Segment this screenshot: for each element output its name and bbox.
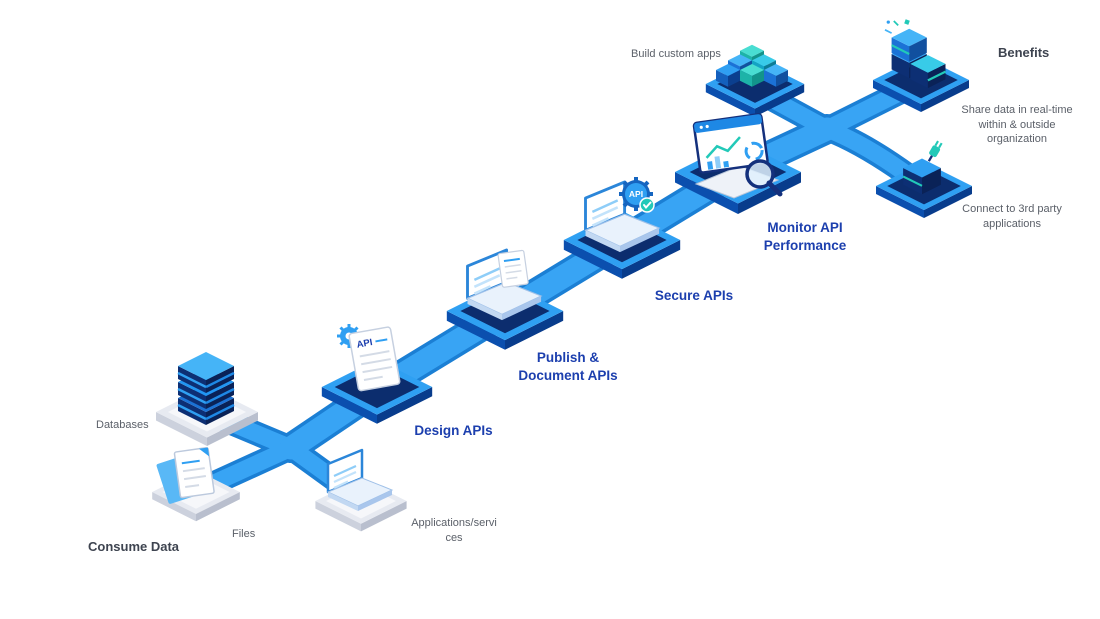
label-share-data-realtime: Share data in real-time within & outside… (961, 104, 1073, 146)
consume-data-heading: Consume Data (88, 539, 180, 554)
plug-box-icon (902, 140, 943, 195)
label-files: Files (232, 528, 256, 540)
benefits-heading: Benefits (998, 45, 1050, 60)
plug-icon (927, 140, 943, 162)
dashboard-magnifier-icon (692, 113, 783, 199)
label-applications-services: Applications/services (411, 517, 497, 544)
api-document-icon: API (337, 324, 401, 392)
api-label: API (629, 189, 643, 199)
laptop-api-gear-icon: API (584, 177, 661, 254)
step-label-monitor-api-performance: Monitor API Performance (763, 220, 847, 253)
sparkles-icon (884, 19, 910, 34)
api-gear-badge-icon: API (619, 177, 655, 213)
cubes-icon (716, 44, 788, 87)
label-databases: Databases (96, 419, 149, 431)
step-label-publish-document-apis: Publish & Document APIs (518, 350, 618, 383)
step-label-design-apis: Design APIs (414, 423, 493, 438)
label-connect-3rd-party: Connect to 3rd party applications (962, 203, 1062, 230)
api-label: API (356, 337, 374, 351)
road-surfaces (199, 83, 920, 498)
label-build-custom-apps: Build custom apps (631, 48, 721, 60)
database-stack-icon (177, 352, 235, 425)
laptop-document-icon (466, 248, 543, 322)
files-icon (156, 446, 215, 504)
magnifier-icon (745, 159, 783, 197)
step-label-secure-apis: Secure APIs (654, 288, 734, 303)
check-badge-icon (639, 197, 655, 213)
road-network (199, 83, 920, 498)
